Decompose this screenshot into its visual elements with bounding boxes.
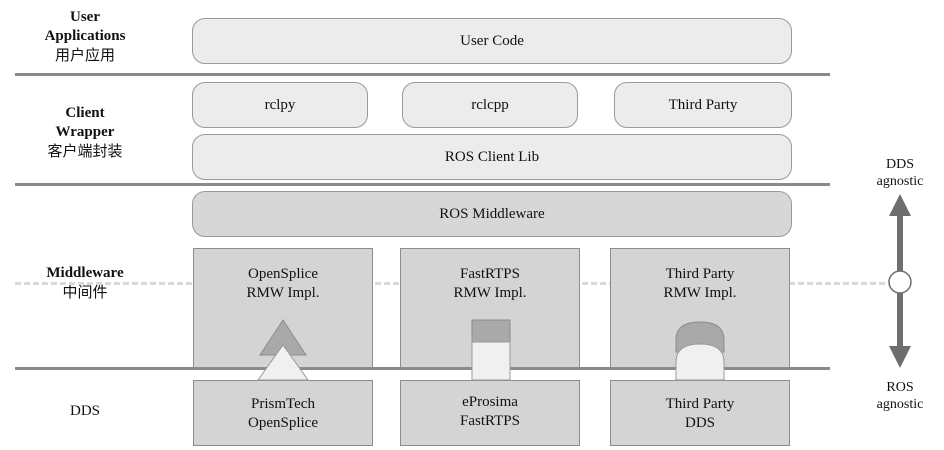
ros-agnostic-line1: ROS — [886, 380, 914, 395]
fastrtps-connector-lower — [471, 341, 511, 381]
layer-label-middleware-zh: 中间件 — [62, 283, 108, 301]
rclpy-box: rclpy — [192, 82, 368, 128]
opensplice-rmw-line1: OpenSplice — [248, 266, 318, 282]
dds-agnostic-label: DDS agnostic — [860, 156, 940, 190]
thirdparty-dds-box: Third Party DDS — [610, 380, 790, 446]
eprosima-fastrtps-box: eProsima FastRTPS — [400, 380, 580, 446]
layer-label-client-wrapper-line2: Wrapper — [55, 124, 115, 140]
thirdparty-connector-lower — [675, 343, 725, 381]
third-party-client-box: Third Party — [614, 82, 792, 128]
ros-middleware-box: ROS Middleware — [192, 191, 792, 237]
ros-agnostic-line2: agnostic — [876, 397, 924, 412]
opensplice-rmw-line2: RMW Impl. — [246, 285, 320, 301]
rclcpp-label: rclcpp — [471, 96, 509, 113]
layer-label-dds-text: DDS — [69, 403, 100, 419]
rclpy-label: rclpy — [264, 96, 296, 113]
thirdparty-dds-line2: DDS — [684, 415, 715, 431]
opensplice-connector-lower — [257, 344, 309, 381]
layer-label-user-applications: User Applications 用户应用 — [30, 8, 140, 65]
ros-middleware-label: ROS Middleware — [439, 205, 545, 222]
prismtech-line2: OpenSplice — [248, 415, 318, 431]
prismtech-opensplice-box: PrismTech OpenSplice — [193, 380, 373, 446]
layer-label-client-wrapper: Client Wrapper 客户端封装 — [30, 104, 140, 161]
separator-client-middleware — [15, 183, 830, 186]
fastrtps-rmw-line1: FastRTPS — [460, 266, 520, 282]
ros-client-lib-box: ROS Client Lib — [192, 134, 792, 180]
prismtech-line1: PrismTech — [251, 396, 315, 412]
dds-agnostic-line2: agnostic — [876, 174, 924, 189]
layer-label-client-wrapper-line1: Client — [65, 105, 105, 121]
eprosima-line2: FastRTPS — [460, 413, 520, 429]
separator-user-client — [15, 73, 830, 76]
dds-agnostic-line1: DDS — [885, 157, 914, 172]
layer-label-user-applications-line2: Applications — [44, 28, 126, 44]
layer-label-user-applications-zh: 用户应用 — [54, 46, 115, 64]
fastrtps-rmw-line2: RMW Impl. — [453, 285, 527, 301]
agnostic-arrow-up-head — [889, 194, 911, 216]
thirdparty-dds-line1: Third Party — [665, 396, 735, 412]
thirdparty-rmw-line1: Third Party — [665, 266, 735, 282]
user-code-box: User Code — [192, 18, 792, 64]
eprosima-line1: eProsima — [462, 394, 518, 410]
agnostic-arrow-circle — [888, 270, 912, 294]
ros-client-lib-label: ROS Client Lib — [444, 148, 540, 165]
user-code-label: User Code — [460, 32, 524, 49]
layer-label-middleware: Middleware 中间件 — [30, 264, 140, 302]
layer-label-client-wrapper-zh: 客户端封装 — [47, 142, 123, 160]
ros-agnostic-label: ROS agnostic — [860, 379, 940, 413]
third-party-client-label: Third Party — [668, 96, 738, 113]
fastrtps-connector-upper — [471, 319, 511, 343]
thirdparty-connector-upper — [675, 321, 725, 353]
thirdparty-rmw-line2: RMW Impl. — [663, 285, 737, 301]
rclcpp-box: rclcpp — [402, 82, 578, 128]
layer-label-user-applications-line1: User — [70, 9, 100, 25]
layer-label-dds: DDS — [30, 402, 140, 421]
separator-middleware-dds — [15, 367, 830, 370]
agnostic-arrow-down-head — [889, 346, 911, 368]
layer-label-middleware-en: Middleware — [46, 265, 124, 281]
